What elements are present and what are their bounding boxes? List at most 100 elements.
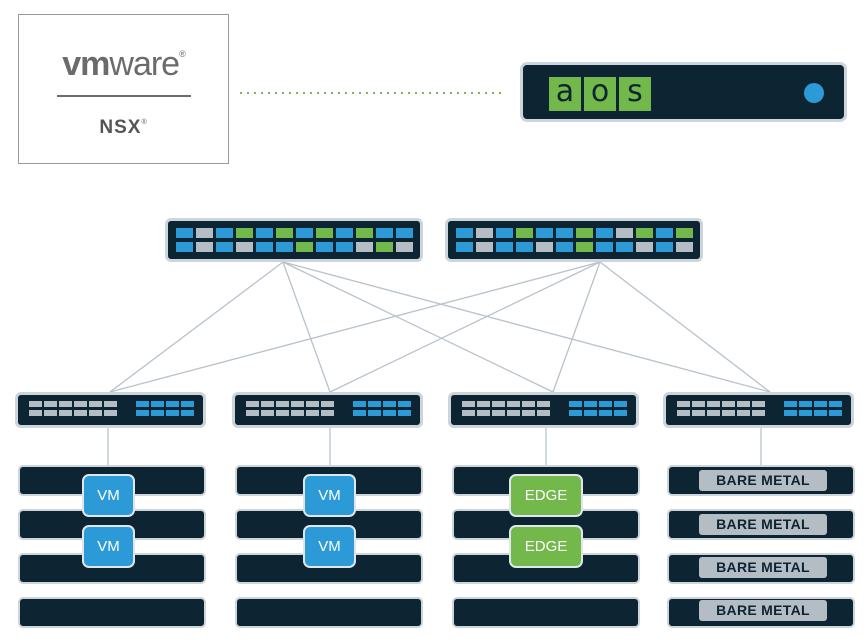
switch-port bbox=[376, 242, 393, 252]
switch-port bbox=[151, 401, 164, 407]
switch-port bbox=[336, 242, 353, 252]
switch-port bbox=[737, 401, 750, 407]
leaf-switch-3 bbox=[448, 392, 639, 428]
switch-port bbox=[353, 410, 366, 416]
nsx-text: NSX bbox=[99, 117, 142, 138]
switch-port bbox=[516, 242, 533, 252]
edge-badge: EDGE bbox=[509, 474, 583, 517]
switch-port bbox=[692, 401, 705, 407]
switch-port bbox=[376, 228, 393, 238]
nsx-registered-mark: ® bbox=[141, 119, 148, 126]
switch-port bbox=[737, 410, 750, 416]
switch-port bbox=[236, 228, 253, 238]
switch-port bbox=[383, 401, 396, 407]
switch-port bbox=[176, 242, 193, 252]
switch-port bbox=[596, 242, 613, 252]
switch-port bbox=[569, 401, 582, 407]
switch-port bbox=[276, 410, 289, 416]
switch-port bbox=[752, 410, 765, 416]
switch-port bbox=[59, 401, 72, 407]
switch-port bbox=[356, 228, 373, 238]
switch-port bbox=[584, 410, 597, 416]
switch-port bbox=[196, 228, 213, 238]
switch-port bbox=[456, 242, 473, 252]
switch-port bbox=[136, 401, 149, 407]
switch-port bbox=[814, 410, 827, 416]
switch-port bbox=[636, 242, 653, 252]
switch-port bbox=[104, 401, 117, 407]
switch-port bbox=[74, 401, 87, 407]
switch-port bbox=[216, 228, 233, 238]
switch-port bbox=[599, 410, 612, 416]
vm-badge: VM bbox=[303, 474, 356, 517]
switch-port bbox=[196, 242, 213, 252]
switch-port bbox=[616, 242, 633, 252]
aos-letter-s: s bbox=[619, 77, 651, 111]
switch-port bbox=[368, 401, 381, 407]
switch-port bbox=[537, 410, 550, 416]
vmware-logo: vmware® bbox=[19, 45, 228, 84]
switch-port bbox=[799, 401, 812, 407]
switch-port bbox=[614, 401, 627, 407]
switch-port bbox=[522, 401, 535, 407]
switch-port bbox=[722, 410, 735, 416]
switch-port bbox=[476, 228, 493, 238]
switch-port bbox=[276, 228, 293, 238]
switch-port bbox=[236, 242, 253, 252]
switch-port bbox=[166, 401, 179, 407]
bare-metal-label: BARE METAL bbox=[699, 514, 827, 535]
switch-port bbox=[476, 242, 493, 252]
switch-port bbox=[556, 242, 573, 252]
switch-port bbox=[396, 228, 413, 238]
leaf-server-links bbox=[107, 428, 762, 465]
spine-switch-1 bbox=[165, 218, 423, 262]
switch-port bbox=[151, 410, 164, 416]
switch-port bbox=[492, 410, 505, 416]
switch-port bbox=[576, 228, 593, 238]
switch-port bbox=[636, 228, 653, 238]
switch-port bbox=[477, 401, 490, 407]
leaf-switch-2 bbox=[232, 392, 423, 428]
switch-port bbox=[296, 242, 313, 252]
switch-port bbox=[536, 242, 553, 252]
switch-port bbox=[677, 401, 690, 407]
server-row bbox=[452, 597, 640, 628]
switch-port bbox=[462, 410, 475, 416]
switch-port bbox=[104, 410, 117, 416]
switch-port bbox=[656, 228, 673, 238]
switch-port bbox=[462, 401, 475, 407]
switch-port bbox=[656, 242, 673, 252]
aos-letter-o: o bbox=[584, 77, 616, 111]
switch-port bbox=[181, 401, 194, 407]
switch-port bbox=[316, 242, 333, 252]
switch-port bbox=[29, 401, 42, 407]
switch-port bbox=[507, 410, 520, 416]
switch-port bbox=[383, 410, 396, 416]
switch-port bbox=[829, 410, 842, 416]
vm-badge: VM bbox=[82, 525, 135, 568]
switch-port bbox=[353, 401, 366, 407]
switch-port bbox=[584, 401, 597, 407]
switch-port bbox=[296, 228, 313, 238]
switch-port bbox=[398, 401, 411, 407]
bare-metal-label: BARE METAL bbox=[699, 470, 827, 491]
switch-port bbox=[74, 410, 87, 416]
switch-port bbox=[516, 228, 533, 238]
vmware-registered-mark: ® bbox=[179, 49, 186, 59]
switch-port bbox=[784, 401, 797, 407]
switch-port bbox=[677, 410, 690, 416]
vm-badge: VM bbox=[82, 474, 135, 517]
switch-port bbox=[246, 401, 259, 407]
edge-badge: EDGE bbox=[509, 525, 583, 568]
status-led-icon bbox=[804, 83, 824, 103]
switch-port bbox=[496, 242, 513, 252]
switch-port bbox=[44, 410, 57, 416]
bare-metal-label: BARE METAL bbox=[699, 600, 827, 621]
leaf-switch-4 bbox=[663, 392, 854, 428]
switch-port bbox=[456, 228, 473, 238]
aos-letter-a: a bbox=[549, 77, 581, 111]
switch-port bbox=[599, 401, 612, 407]
switch-port bbox=[29, 410, 42, 416]
switch-port bbox=[336, 228, 353, 238]
